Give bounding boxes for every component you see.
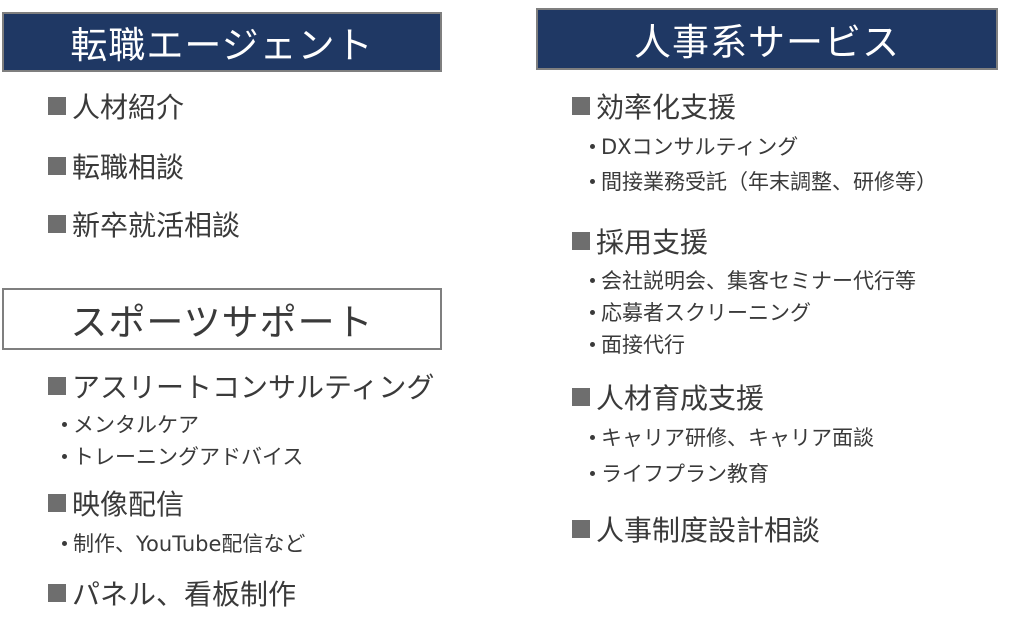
dot-bullet-icon xyxy=(590,178,595,184)
hr-sub-label: キャリア研修、キャリア面談 xyxy=(601,426,874,450)
agent-item-label: 新卒就活相談 xyxy=(72,209,241,242)
hr-sub-label: DXコンサルティング xyxy=(601,135,799,159)
hr-item-label: 人事制度設計相談 xyxy=(596,514,821,547)
sports-item-label: パネル、看板制作 xyxy=(72,578,297,611)
hr-item-label: 効率化支援 xyxy=(596,91,737,124)
hr-sub-1-2: 間接業務受託（年末調整、研修等） xyxy=(590,166,937,196)
sports-item-1: アスリートコンサルティング xyxy=(48,366,434,406)
sports-sub-1-1: メンタルケア xyxy=(62,409,199,439)
square-bullet-icon xyxy=(572,520,590,538)
square-bullet-icon xyxy=(48,377,66,395)
sports-sub-label: 制作、YouTube配信など xyxy=(73,532,306,556)
square-bullet-icon xyxy=(48,157,66,175)
dot-bullet-icon xyxy=(62,540,67,546)
hr-item-1: 効率化支援 xyxy=(572,86,736,126)
square-bullet-icon xyxy=(48,494,66,512)
dot-bullet-icon xyxy=(590,277,595,283)
hr-sub-label: ライフプラン教育 xyxy=(601,462,769,486)
agent-item-label: 転職相談 xyxy=(72,151,185,184)
square-bullet-icon xyxy=(572,232,590,250)
sports-section-title: スポーツサポート xyxy=(70,301,374,344)
hr-sub-label: 会社説明会、集客セミナー代行等 xyxy=(601,269,916,293)
hr-item-4: 人事制度設計相談 xyxy=(572,509,820,549)
sports-section-header: スポーツサポート xyxy=(2,288,442,350)
agent-item-1: 人材紹介 xyxy=(48,86,184,126)
hr-sub-label: 間接業務受託（年末調整、研修等） xyxy=(601,170,937,194)
sports-item-label: 映像配信 xyxy=(72,488,185,521)
agent-section-title: 転職エージェント xyxy=(70,24,374,67)
dot-bullet-icon xyxy=(590,309,595,315)
square-bullet-icon xyxy=(572,388,590,406)
hr-sub-1-1: DXコンサルティング xyxy=(590,131,798,161)
sports-sub-1-2: トレーニングアドバイス xyxy=(62,441,303,471)
sports-item-2: 映像配信 xyxy=(48,483,184,523)
hr-sub-2-2: 応募者スクリーニング xyxy=(590,297,811,327)
dot-bullet-icon xyxy=(590,143,595,149)
agent-item-3: 新卒就活相談 xyxy=(48,204,240,244)
hr-sub-3-2: ライフプラン教育 xyxy=(590,458,769,488)
agent-item-2: 転職相談 xyxy=(48,146,184,186)
sports-sub-2-1: 制作、YouTube配信など xyxy=(62,528,305,558)
sports-sub-label: トレーニングアドバイス xyxy=(73,445,304,469)
agent-item-label: 人材紹介 xyxy=(72,91,185,124)
dot-bullet-icon xyxy=(62,421,67,427)
square-bullet-icon xyxy=(48,584,66,602)
hr-item-2: 採用支援 xyxy=(572,221,708,261)
sports-item-3: パネル、看板制作 xyxy=(48,573,296,613)
hr-sub-3-1: キャリア研修、キャリア面談 xyxy=(590,422,874,452)
hr-item-label: 人材育成支援 xyxy=(596,382,765,415)
sports-sub-label: メンタルケア xyxy=(73,413,199,437)
hr-item-3: 人材育成支援 xyxy=(572,377,764,417)
hr-sub-2-1: 会社説明会、集客セミナー代行等 xyxy=(590,265,916,295)
square-bullet-icon xyxy=(48,97,66,115)
dot-bullet-icon xyxy=(590,434,595,440)
dot-bullet-icon xyxy=(62,453,67,459)
hr-sub-2-3: 面接代行 xyxy=(590,329,685,359)
square-bullet-icon xyxy=(572,97,590,115)
square-bullet-icon xyxy=(48,215,66,233)
agent-section-header: 転職エージェント xyxy=(2,12,442,72)
hr-section-title: 人事系サービス xyxy=(634,21,900,64)
dot-bullet-icon xyxy=(590,470,595,476)
hr-item-label: 採用支援 xyxy=(596,226,709,259)
sports-item-label: アスリートコンサルティング xyxy=(72,371,435,404)
hr-sub-label: 面接代行 xyxy=(601,333,685,357)
hr-sub-label: 応募者スクリーニング xyxy=(601,301,811,325)
dot-bullet-icon xyxy=(590,341,595,347)
hr-section-header: 人事系サービス xyxy=(536,8,998,70)
